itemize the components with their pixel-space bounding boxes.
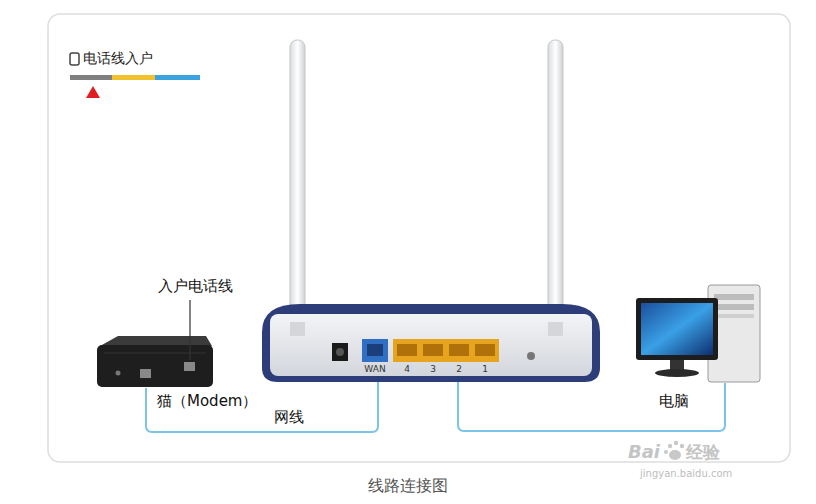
router-label: 3 (430, 364, 436, 375)
computer-label: 电脑 (659, 392, 689, 410)
legend-note: 电话线入户 (83, 50, 153, 67)
modem-box: 猫（Modem） (97, 336, 213, 388)
router-label: 2 (456, 364, 462, 375)
router-label: 1 (482, 364, 488, 375)
computer-box: 电脑 (630, 282, 765, 383)
callout-label: 入户电话线 (158, 277, 233, 295)
router-label: 4 (404, 364, 410, 375)
modem-label: 猫（Modem） (157, 392, 257, 410)
watermark-url: jingyan.baidu.com (640, 468, 732, 480)
cable-label: 网线 (272, 408, 306, 426)
cable-line (146, 382, 378, 432)
watermark-logo: Bai (628, 441, 660, 463)
cable-line (458, 382, 725, 431)
watermark-logo: 经验 (686, 442, 720, 462)
caption: 线路连接图 (368, 476, 448, 495)
router-box: WAN 4 3 2 1 (262, 300, 600, 382)
router-label: WAN (364, 364, 385, 375)
